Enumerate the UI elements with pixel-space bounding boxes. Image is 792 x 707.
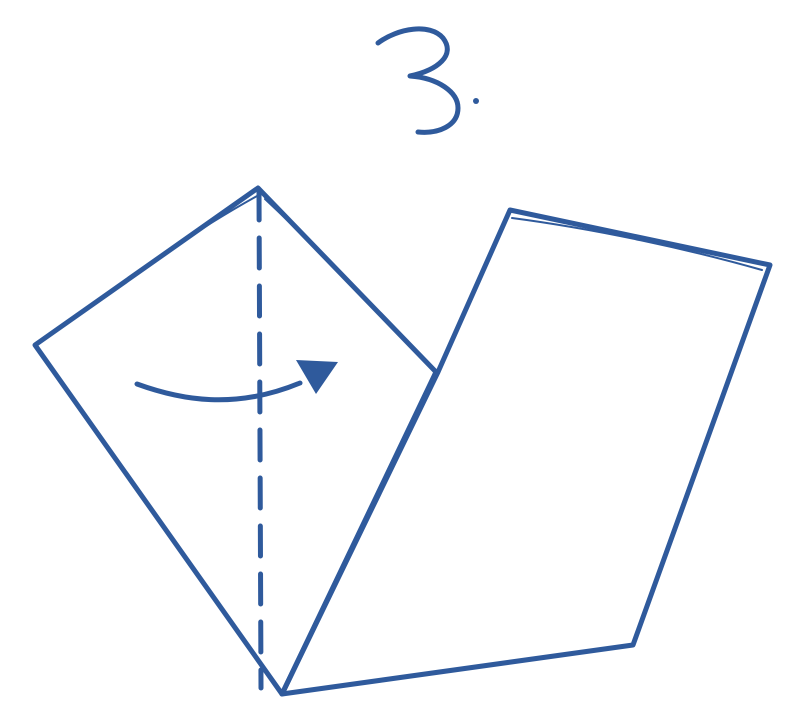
right-square-panel [282, 210, 770, 694]
step-number-drawing: 3. [0, 0, 479, 132]
left-panel-outline [35, 188, 436, 694]
right-panel-outline [282, 210, 770, 694]
fold-arrowhead [296, 360, 338, 394]
step-number-dot [473, 98, 479, 104]
step-number-3-stroke [378, 29, 458, 132]
left-panel-sketch-edge-right [265, 199, 428, 362]
dashed-fold-line [259, 190, 261, 688]
step-number-label: 3. [0, 0, 15, 4]
left-square-panel [35, 188, 436, 694]
fold-arrow-shaft [137, 383, 300, 400]
curved-fold-arrow [137, 360, 338, 400]
right-panel-sketch-edge [512, 218, 762, 270]
